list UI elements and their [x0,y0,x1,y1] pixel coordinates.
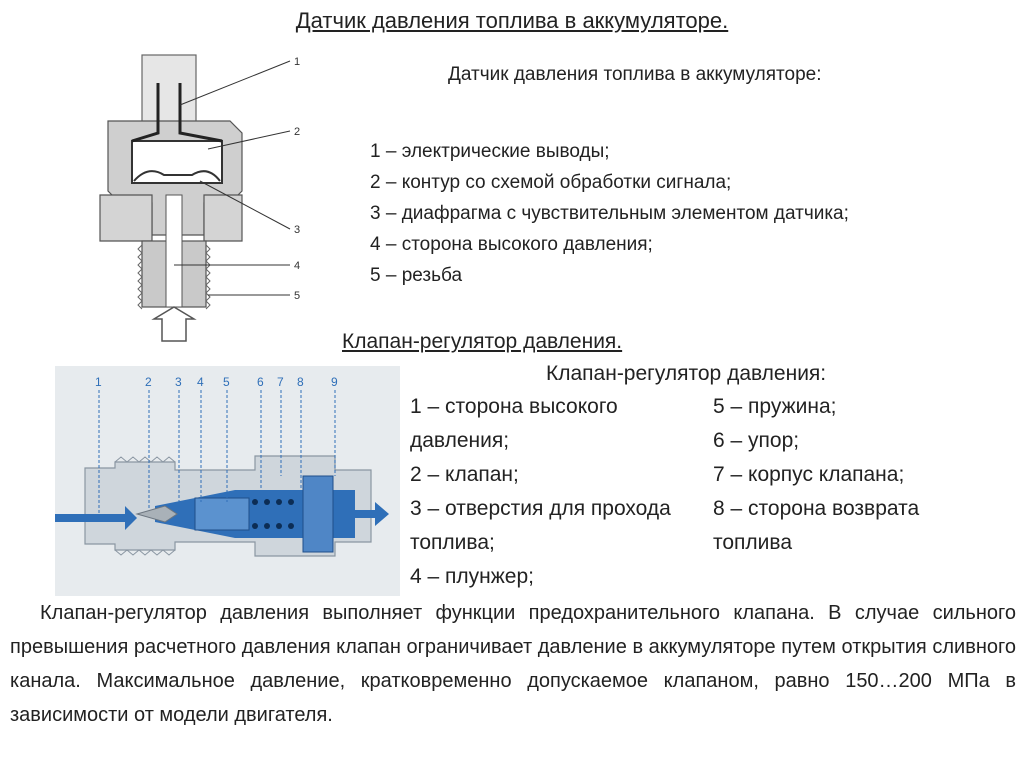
valve-legend-item: 8 – сторона возврата топлива [713,497,920,554]
valve-caption: Клапан-регулятор давления: [546,362,827,385]
valve-legend-item: 4 – плунжер; [410,565,534,588]
valve-callout-7: 7 [277,375,284,389]
valve-legend-item: 7 – корпус клапана; [713,463,905,486]
valve-legend-item: 6 – упор; [713,429,800,452]
valve-callout-2: 2 [145,375,152,389]
valve-callout-4: 4 [197,375,204,389]
sensor-callout-5: 5 [294,290,300,302]
valve-title: Клапан-регулятор давления. [342,330,623,353]
sensor-callout-1: 1 [294,56,300,68]
sensor-callout-4: 4 [294,260,300,272]
sensor-legend-item: 5 – резьба [370,265,463,286]
pressure-sensor-diagram: 1 2 3 4 5 [99,54,300,342]
valve-legend-item: 3 – отверстия для прохода топлива; [410,497,671,554]
pressure-valve-diagram: 1 2 3 4 5 6 7 8 9 [55,366,400,596]
sensor-title: Датчик давления топлива в аккумуляторе. [295,8,729,33]
sensor-callout-3: 3 [294,224,300,236]
sensor-callout-2: 2 [294,126,300,138]
valve-callout-9: 9 [331,375,338,389]
sensor-legend-item: 2 – контур со схемой обработки сигнала; [370,172,732,193]
sensor-caption: Датчик давления топлива в аккумуляторе: [448,64,822,85]
valve-legend-item: 5 – пружина; [713,395,837,418]
valve-callout-8: 8 [297,375,304,389]
valve-callout-1: 1 [95,375,102,389]
valve-callout-5: 5 [223,375,230,389]
sensor-legend-item: 1 – электрические выводы; [370,141,610,162]
valve-callout-3: 3 [175,375,182,389]
valve-legend-right: 5 – пружина; 6 – упор; 7 – корпус клапан… [713,390,1003,560]
description-paragraph: Клапан-регулятор давления выполняет функ… [10,602,1016,726]
sensor-legend-item: 4 – сторона высокого давления; [370,234,653,255]
valve-legend-item: 1 – сторона высокого давления; [410,395,618,452]
valve-legend-item: 2 – клапан; [410,463,519,486]
valve-legend-left: 1 – сторона высокого давления; 2 – клапа… [410,390,710,594]
valve-callout-6: 6 [257,375,264,389]
sensor-legend: 1 – электрические выводы; 2 – контур со … [370,136,849,291]
sensor-legend-item: 3 – диафрагма с чувствительным элементом… [370,203,849,224]
